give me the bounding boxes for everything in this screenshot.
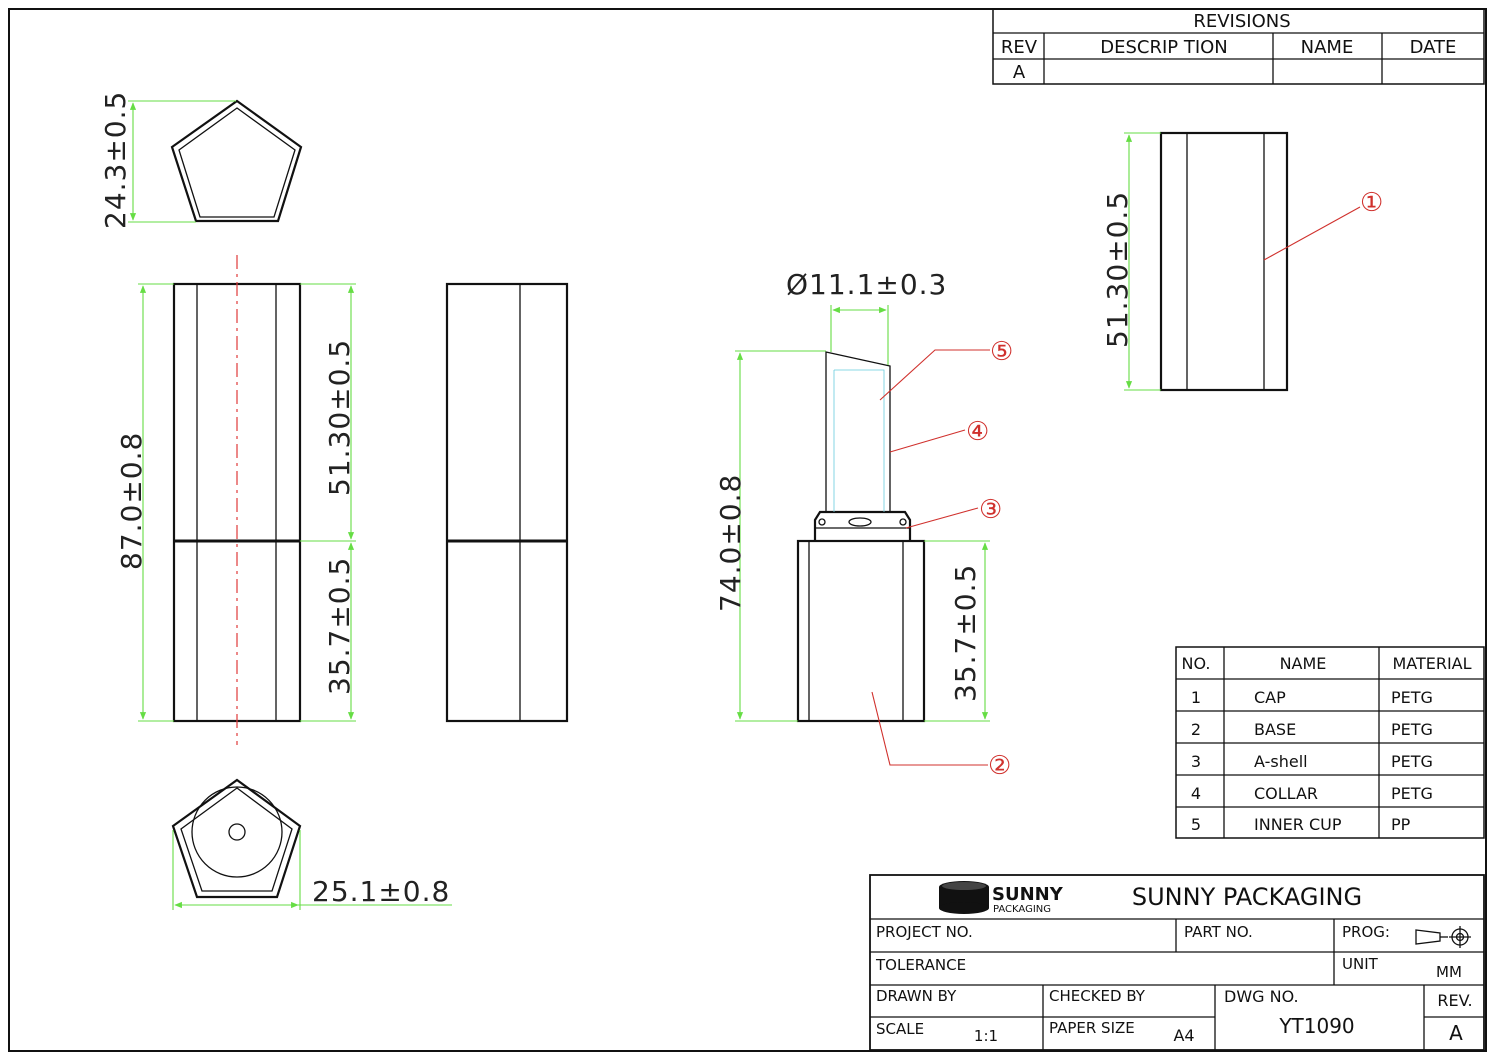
sunny-logo: SUNNY PACKAGING <box>939 881 1064 915</box>
parts-row-1-material: PETG <box>1391 688 1433 707</box>
parts-row-3-name: A-shell <box>1254 752 1308 771</box>
open-view: Ø11.1±0.3 74.0±0.8 35.7±0.5 ⑤ ④ ③ ② <box>714 268 1013 781</box>
dim-base-height: 35.7±0.5 <box>323 557 356 695</box>
projection-symbol-icon <box>1415 926 1471 948</box>
parts-row-4-name: COLLAR <box>1254 784 1318 803</box>
dim-open-base-height: 35.7±0.5 <box>949 564 982 702</box>
callout-1: ① <box>1360 188 1383 218</box>
bottom-view: 25.1±0.8 <box>171 778 452 910</box>
parts-header-material: MATERIAL <box>1392 654 1471 673</box>
parts-row-3-material: PETG <box>1391 752 1433 771</box>
label-prog: PROG: <box>1342 923 1390 941</box>
top-view-pentagon: 24.3±0.5 <box>99 91 303 229</box>
callout-4: ④ <box>966 417 989 447</box>
callout-2: ② <box>988 751 1011 781</box>
revisions-title: REVISIONS <box>1193 11 1290 32</box>
label-checked-by: CHECKED BY <box>1049 987 1146 1005</box>
dim-overall-height: 87.0±0.8 <box>115 432 148 570</box>
front-view-closed: 87.0±0.8 51.30±0.5 35.7±0.5 <box>115 255 356 745</box>
label-rev: REV. <box>1437 991 1472 1010</box>
label-drawn-by: DRAWN BY <box>876 987 957 1005</box>
label-unit: UNIT <box>1342 955 1379 973</box>
revisions-header-rev: REV <box>1001 37 1038 58</box>
revisions-header-date: DATE <box>1410 37 1457 58</box>
dim-inner-diameter: Ø11.1±0.3 <box>786 268 947 301</box>
dim-cap-view-height: 51.30±0.5 <box>1101 191 1134 348</box>
parts-row-1-no: 1 <box>1191 688 1201 707</box>
parts-row-5-name: INNER CUP <box>1254 815 1342 834</box>
label-dwg-no: DWG NO. <box>1224 987 1299 1006</box>
label-part-no: PART NO. <box>1184 923 1253 941</box>
sheet-border <box>8 8 1487 1052</box>
parts-table: NO. NAME MATERIAL 1 CAP PETG 2 BASE PETG… <box>1175 646 1485 839</box>
logo-text-sunny: SUNNY <box>992 884 1064 905</box>
label-paper-size: PAPER SIZE <box>1049 1019 1135 1037</box>
parts-row-2-material: PETG <box>1391 720 1433 739</box>
revisions-row-rev: A <box>1013 62 1026 83</box>
value-paper-size: A4 <box>1173 1026 1194 1045</box>
parts-row-3-no: 3 <box>1191 752 1201 771</box>
dim-bottom-width: 25.1±0.8 <box>312 875 450 908</box>
parts-header-no: NO. <box>1182 654 1211 673</box>
revisions-header-name: NAME <box>1301 37 1354 58</box>
title-block: SUNNY PACKAGING SUNNY PACKAGING PROJECT … <box>869 874 1485 1051</box>
value-unit: MM <box>1436 963 1462 981</box>
side-view-closed <box>445 282 569 723</box>
parts-row-2-no: 2 <box>1191 720 1201 739</box>
parts-row-1-name: CAP <box>1254 688 1286 707</box>
parts-row-4-material: PETG <box>1391 784 1433 803</box>
callout-5: ⑤ <box>990 337 1013 367</box>
logo-text-packaging: PACKAGING <box>993 904 1051 915</box>
parts-row-4-no: 4 <box>1191 784 1201 803</box>
parts-header-name: NAME <box>1280 654 1327 673</box>
label-project-no: PROJECT NO. <box>876 923 973 941</box>
callout-3: ③ <box>979 495 1002 525</box>
value-scale: 1:1 <box>974 1027 998 1045</box>
cap-view: 51.30±0.5 ① <box>1101 131 1383 392</box>
dim-top-view-height: 24.3±0.5 <box>99 91 132 229</box>
revisions-header-description: DESCRIP TION <box>1100 37 1228 58</box>
dim-cap-height: 51.30±0.5 <box>323 339 356 496</box>
revisions-table: REVISIONS REV DESCRIP TION NAME DATE A <box>992 8 1485 85</box>
company-name: SUNNY PACKAGING <box>1132 883 1362 911</box>
dim-open-height: 74.0±0.8 <box>714 474 747 612</box>
label-scale: SCALE <box>876 1020 924 1038</box>
parts-row-2-name: BASE <box>1254 720 1296 739</box>
parts-row-5-no: 5 <box>1191 815 1201 834</box>
value-rev: A <box>1449 1021 1463 1045</box>
value-dwg-no: YT1090 <box>1278 1014 1354 1038</box>
label-tolerance: TOLERANCE <box>875 956 966 974</box>
parts-row-5-material: PP <box>1391 815 1411 834</box>
